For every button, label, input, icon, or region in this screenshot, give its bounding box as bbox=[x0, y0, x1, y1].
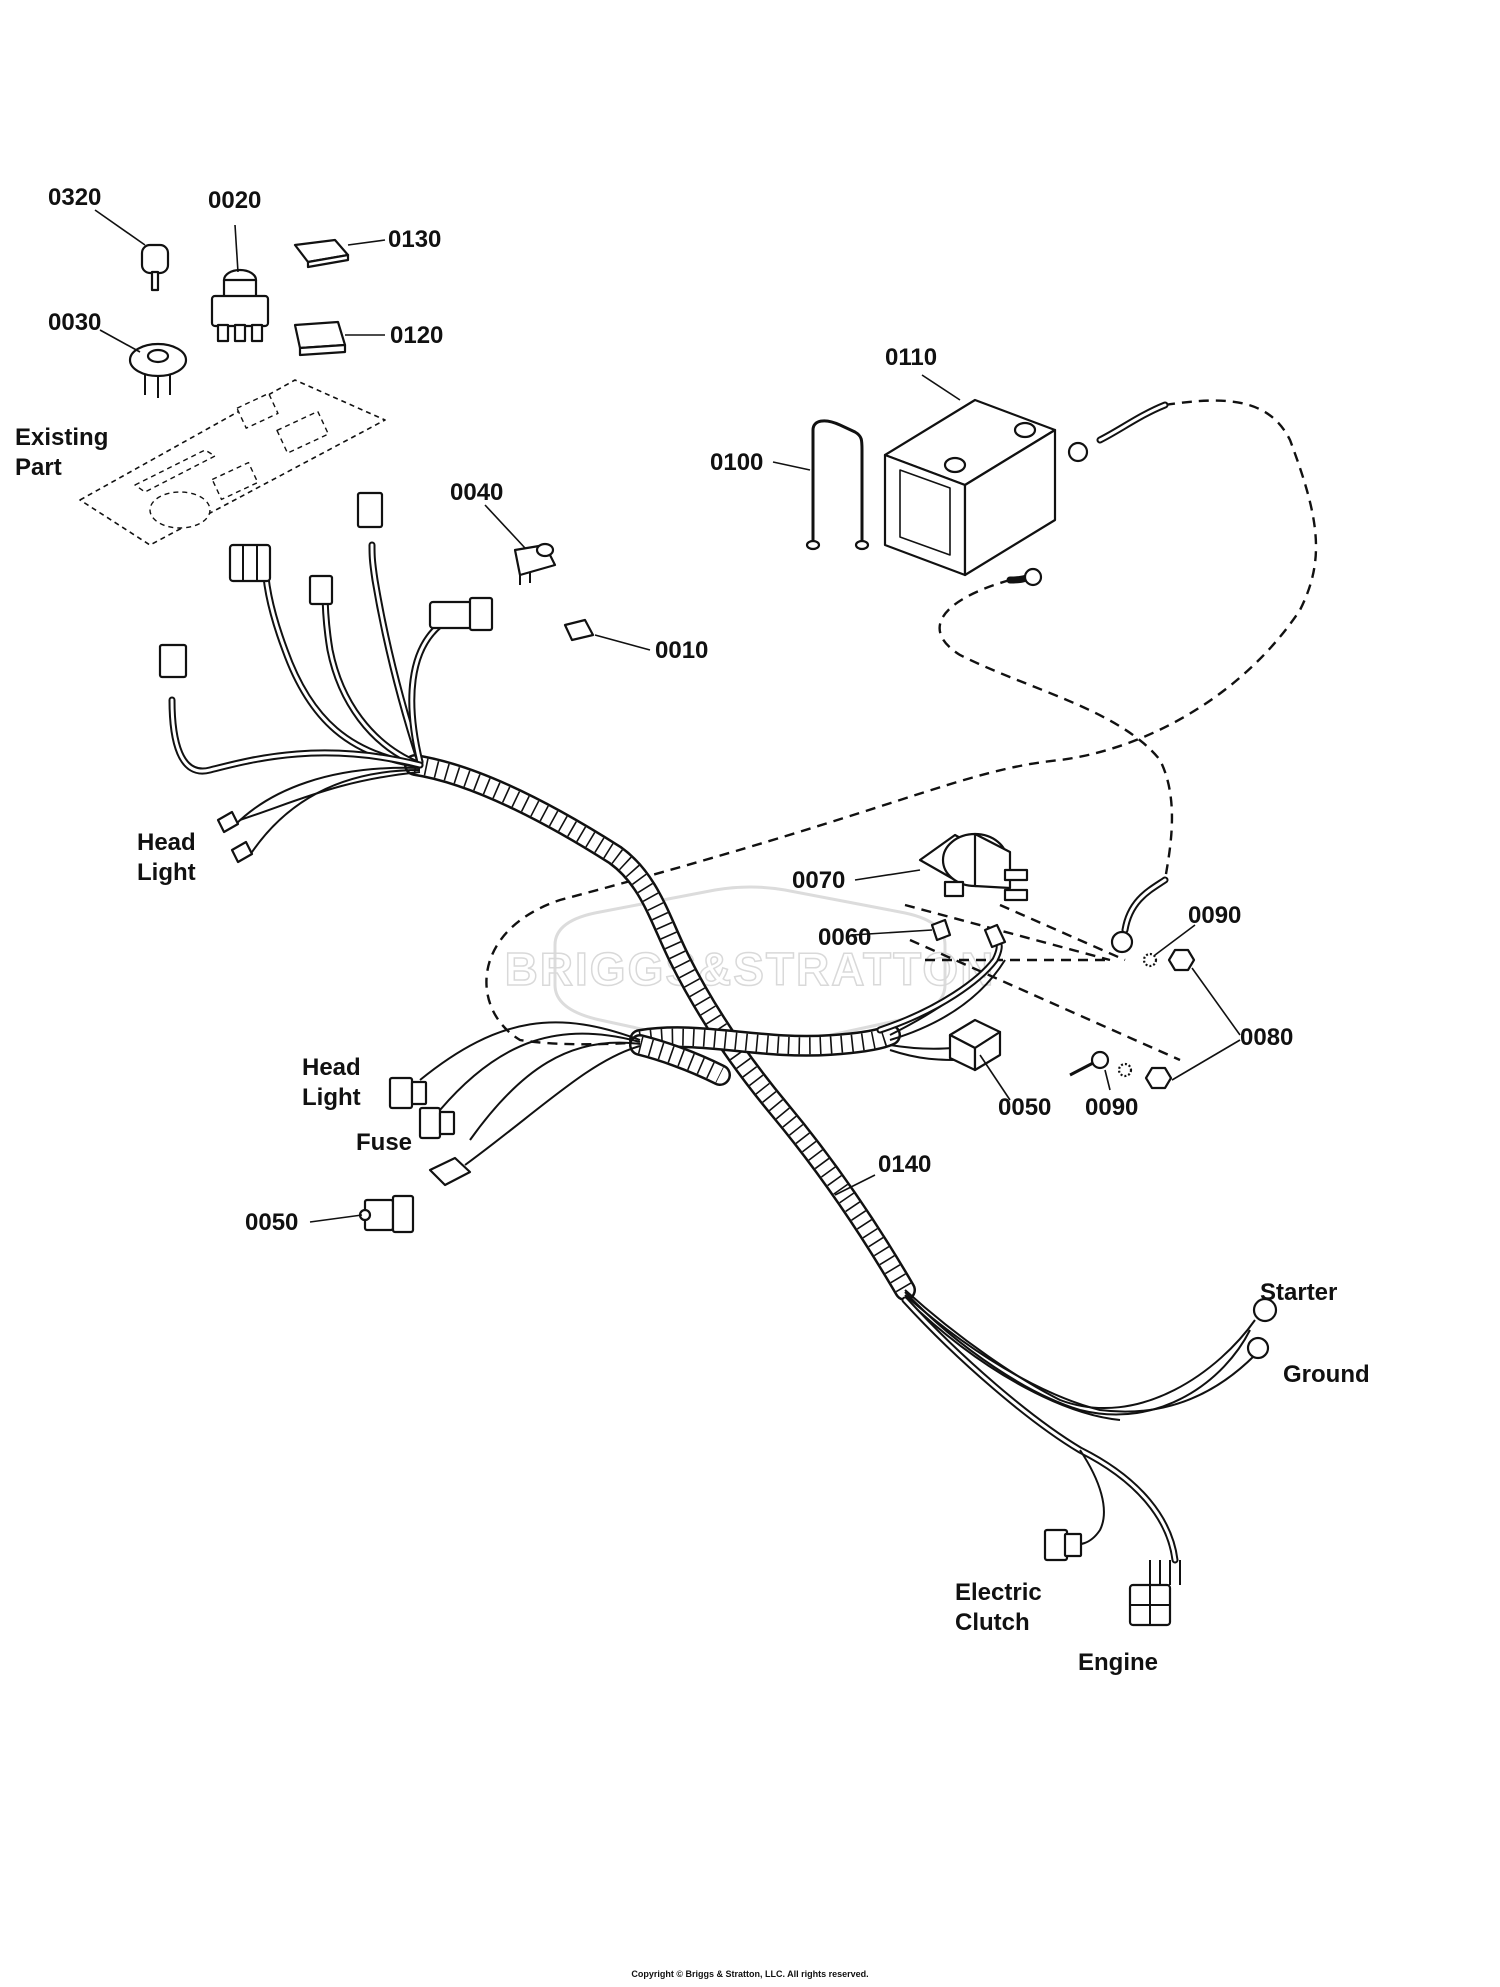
fuse-holder bbox=[428, 1156, 472, 1187]
leader-lines bbox=[94, 209, 1241, 1223]
headlight-connector-mid bbox=[388, 1076, 428, 1110]
note-headlight-mid-line2: Light bbox=[302, 1084, 361, 1111]
note-headlight-top-line2: Light bbox=[137, 859, 196, 886]
callout-0100: 0100 bbox=[710, 449, 763, 476]
key-0320 bbox=[140, 243, 170, 292]
solenoid-dashed-3 bbox=[909, 938, 1181, 1062]
connector-triple bbox=[228, 543, 272, 583]
solenoid-wire bbox=[876, 923, 1007, 1034]
seat-switch-0040 bbox=[513, 542, 557, 585]
battery-cable-top bbox=[1067, 401, 1169, 463]
note-ground: Ground bbox=[1283, 1361, 1370, 1388]
connector-left-headlight bbox=[158, 643, 188, 679]
notes: Existing Part Head Light Head Light Fuse… bbox=[15, 424, 1370, 1676]
electric-clutch-connector bbox=[1043, 1528, 1083, 1562]
headlight-terminals-top bbox=[216, 810, 254, 864]
note-existing-line2: Part bbox=[15, 454, 62, 481]
callout-0050-lower: 0050 bbox=[245, 1209, 298, 1236]
starter-solenoid-0070 bbox=[918, 832, 1029, 902]
engine-connector bbox=[1128, 1583, 1172, 1627]
note-starter: Starter bbox=[1260, 1279, 1337, 1306]
ground-terminal bbox=[1246, 1336, 1270, 1360]
clip-0010 bbox=[563, 618, 595, 642]
solenoid-dashed-1 bbox=[999, 903, 1126, 962]
battery-0110 bbox=[883, 398, 1057, 577]
fuse-connector bbox=[418, 1106, 456, 1140]
starter-terminal bbox=[1252, 1297, 1278, 1323]
pto-switch-0020 bbox=[210, 268, 270, 343]
callout-0060: 0060 bbox=[818, 924, 871, 951]
main-harness bbox=[404, 754, 916, 1301]
solenoid-dashed-2 bbox=[904, 903, 1111, 962]
note-fuse: Fuse bbox=[356, 1129, 412, 1156]
battery-cable-lower bbox=[1006, 567, 1043, 587]
switch-0050-lower bbox=[358, 1194, 415, 1234]
callout-0090-lower: 0090 bbox=[1085, 1094, 1138, 1121]
battery-hold-down-0100 bbox=[805, 419, 870, 551]
lock-washer-0090a bbox=[1142, 952, 1158, 968]
connector-small-a bbox=[308, 574, 334, 606]
callout-0030: 0030 bbox=[48, 309, 101, 336]
callout-labels: 0320 0020 0130 0030 0120 0110 0100 0040 … bbox=[48, 184, 1293, 1236]
lower-branch-wires bbox=[901, 1289, 1256, 1585]
callout-0040: 0040 bbox=[450, 479, 503, 506]
copyright-notice: Copyright © Briggs & Stratton, LLC. All … bbox=[631, 1969, 868, 1979]
callout-0070: 0070 bbox=[792, 867, 845, 894]
screw-0060 bbox=[930, 918, 952, 942]
callout-0090-upper: 0090 bbox=[1188, 902, 1241, 929]
battery-route-dashed bbox=[485, 399, 1318, 1046]
nut-0080b bbox=[1144, 1066, 1173, 1090]
callout-0140: 0140 bbox=[878, 1151, 931, 1178]
nut-0080a bbox=[1167, 948, 1196, 972]
callout-0320: 0320 bbox=[48, 184, 101, 211]
callout-0120: 0120 bbox=[390, 322, 443, 349]
callout-0080: 0080 bbox=[1240, 1024, 1293, 1051]
existing-dash-panel bbox=[79, 379, 386, 546]
ground-cable-solenoid bbox=[1110, 876, 1169, 954]
cover-0130 bbox=[293, 238, 350, 269]
callout-0130: 0130 bbox=[388, 226, 441, 253]
watermark-text: BRIGGS&STRATTON bbox=[505, 943, 996, 995]
callout-0050-upper: 0050 bbox=[998, 1094, 1051, 1121]
terminal-bolt-lower bbox=[1069, 1050, 1110, 1077]
note-headlight-top-line1: Head bbox=[137, 829, 196, 856]
note-existing-line1: Existing bbox=[15, 424, 108, 451]
battery-cable-dashed bbox=[938, 578, 1174, 881]
callout-0010: 0010 bbox=[655, 637, 708, 664]
connector-side bbox=[428, 596, 494, 632]
ignition-switch-0030 bbox=[128, 342, 188, 398]
note-electric-clutch-line1: Electric bbox=[955, 1579, 1042, 1606]
note-electric-clutch-line2: Clutch bbox=[955, 1609, 1030, 1636]
relay-0120 bbox=[293, 320, 347, 357]
callout-0020: 0020 bbox=[208, 187, 261, 214]
callout-0110: 0110 bbox=[885, 344, 937, 371]
connector-0050-upper bbox=[948, 1018, 1002, 1072]
upper-branch-wires bbox=[168, 541, 474, 856]
note-engine: Engine bbox=[1078, 1649, 1158, 1676]
note-headlight-mid-line1: Head bbox=[302, 1054, 361, 1081]
connector-small-b bbox=[356, 491, 384, 529]
lock-washer-0090b bbox=[1117, 1062, 1133, 1078]
